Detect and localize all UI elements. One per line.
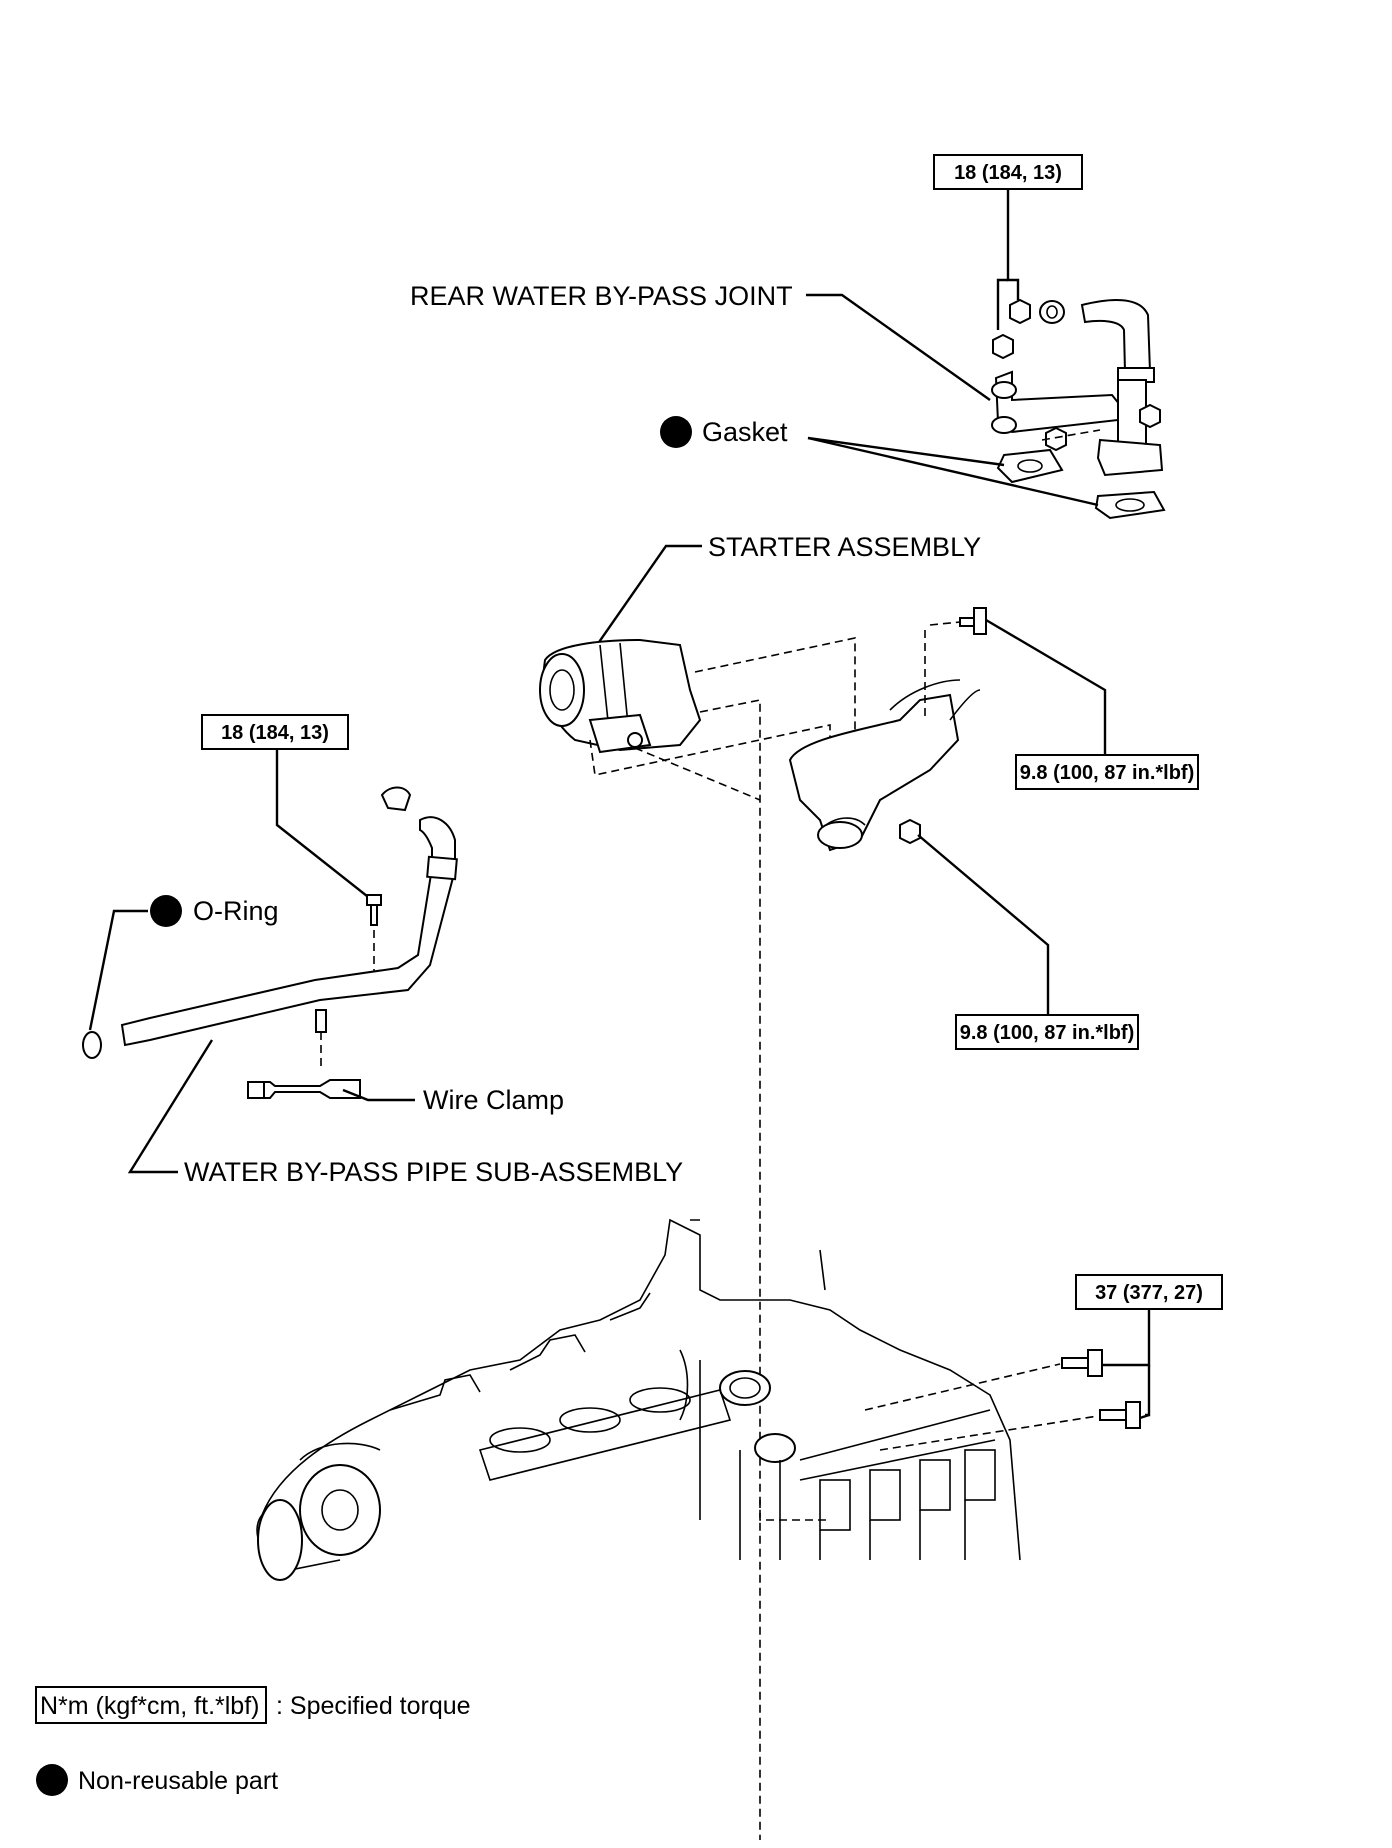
nut xyxy=(1009,298,1031,325)
leader-joint-nut xyxy=(1006,189,1020,300)
filled-circle-icon xyxy=(36,1764,68,1796)
water-bypass-pipe-group: 18 (184, 13) O-Ring Wire Clamp WATER BY-… xyxy=(82,714,683,1187)
filled-circle-icon xyxy=(150,895,182,927)
water-bypass-pipe xyxy=(120,816,456,1047)
starter-bolt xyxy=(959,607,987,635)
starter-mount-bolt xyxy=(1061,1349,1103,1377)
leader-starter-bolt xyxy=(985,618,1107,755)
starter-mount-group: 37 (377, 27) xyxy=(864,1274,1223,1451)
label-water-bypass-pipe: WATER BY-PASS PIPE SUB-ASSEMBLY xyxy=(184,1157,683,1187)
leader-o-ring xyxy=(88,909,148,1031)
leader-joint-nut-2 xyxy=(996,278,1008,330)
nut xyxy=(992,333,1014,360)
leader-starter-mount xyxy=(1100,1309,1151,1367)
leader-starter-mount-2 xyxy=(1145,1365,1151,1417)
o-ring xyxy=(82,1031,102,1059)
leader-gasket-lower xyxy=(807,436,1099,507)
pipe-bolt xyxy=(366,894,382,906)
rear-water-bypass-joint-group: 18 (184, 13) REAR WATER BY-PASS JOINT G xyxy=(410,154,1166,520)
torque-box-starter-bolt: 9.8 (100, 87 in.*lbf) xyxy=(1015,754,1199,790)
label-o-ring: O-Ring xyxy=(193,896,279,926)
torque-box-pipe-bolt: 18 (184, 13) xyxy=(201,714,349,750)
wire-clamp xyxy=(251,1079,361,1099)
torque-box-starter-mount: 37 (377, 27) xyxy=(1075,1274,1223,1310)
legend-torque-desc: : Specified torque xyxy=(276,1692,471,1720)
leader-water-bypass-pipe xyxy=(127,1039,214,1174)
pipe-clamp xyxy=(380,786,412,812)
legend: N*m (kgf*cm, ft.*lbf) : Specified torque… xyxy=(35,1686,471,1796)
gasket-upper xyxy=(996,448,1064,484)
nut xyxy=(1045,426,1067,452)
nut xyxy=(1139,403,1161,429)
starter-nut xyxy=(899,818,921,845)
starter-mount-bolt xyxy=(1099,1401,1141,1429)
clamp-tab xyxy=(315,1009,327,1033)
legend-nonreusable: Non-reusable part xyxy=(78,1767,278,1795)
leader-rear-joint xyxy=(806,293,991,401)
torque-box-starter-nut: 9.8 (100, 87 in.*lbf) xyxy=(955,1014,1139,1050)
hose xyxy=(1080,299,1152,373)
label-gasket: Gasket xyxy=(702,417,788,447)
oil-filler xyxy=(719,1370,771,1406)
label-starter-assembly: STARTER ASSEMBLY xyxy=(708,532,981,562)
label-wire-clamp: Wire Clamp xyxy=(423,1085,564,1115)
torque-unit-box xyxy=(35,1686,267,1724)
svg-text:18 (184, 13): 18 (184, 13) xyxy=(221,722,329,744)
starter-assembly-group: STARTER ASSEMBLY 9.8 (1 xyxy=(539,532,1199,1840)
harness-bracket xyxy=(788,693,960,852)
gasket-lower xyxy=(1094,490,1166,520)
leader-starter xyxy=(589,544,702,656)
legend-torque-unit: N*m (kgf*cm, ft.*lbf) xyxy=(40,1692,259,1720)
svg-text:9.8 (100, 87 in.*lbf): 9.8 (100, 87 in.*lbf) xyxy=(1020,762,1195,784)
leader-gasket-upper xyxy=(807,436,1005,467)
hose-clamp xyxy=(1039,300,1065,324)
svg-text:9.8 (100, 87 in.*lbf): 9.8 (100, 87 in.*lbf) xyxy=(960,1022,1135,1044)
leader-wire-clamp xyxy=(342,1088,415,1102)
joint-flange xyxy=(1096,438,1164,477)
engine-block xyxy=(256,1218,1021,1581)
label-rear-water-bypass-joint: REAR WATER BY-PASS JOINT xyxy=(410,281,793,311)
torque-joint-nut-text: 18 (184, 13) xyxy=(954,162,1062,184)
svg-text:37 (377, 27): 37 (377, 27) xyxy=(1095,1282,1203,1304)
leader-pipe-bolt xyxy=(275,749,373,901)
filled-circle-icon xyxy=(660,416,692,448)
leader-starter-nut xyxy=(917,834,1050,1015)
torque-box-joint-nut: 18 (184, 13) xyxy=(933,154,1083,190)
